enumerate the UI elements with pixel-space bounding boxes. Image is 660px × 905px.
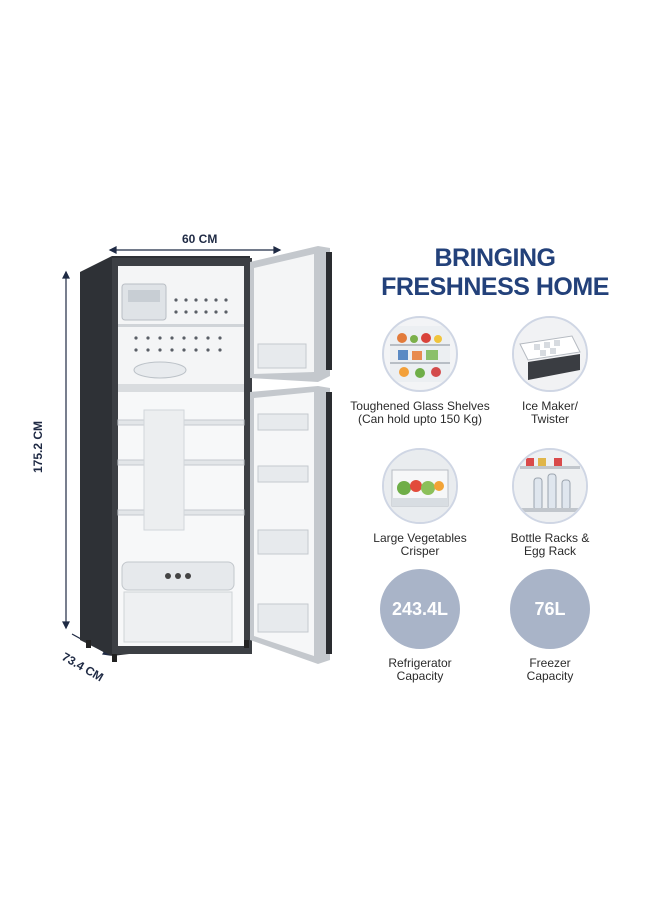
feature-label-line-1: Toughened Glass Shelves [350, 399, 490, 413]
capacity-label-line-2: Capacity [526, 669, 574, 683]
feature-vegetable-crisper: Large Vegetables Crisper [350, 448, 490, 558]
feature-label-line-1: Ice Maker/ [521, 399, 578, 413]
feature-glass-shelves: Toughened Glass Shelves (Can hold upto 1… [350, 316, 490, 426]
height-dimension-label: 175.2 CM [31, 420, 46, 474]
capacity-label-line-1: Freezer [529, 656, 571, 670]
feature-label-line-1: Bottle Racks & [510, 531, 590, 545]
feature-label-line-1: Large Vegetables [373, 531, 467, 545]
feature-label-line-2: Twister [530, 412, 569, 426]
capacity-label-line-1: Refrigerator [388, 656, 452, 670]
feature-label-line-2: Crisper [400, 544, 440, 558]
capacity-label-line-2: Capacity [396, 669, 444, 683]
page-heading: BRINGING FRESHNESS HOME [370, 244, 620, 302]
feature-label-line-2: (Can hold upto 150 Kg) [357, 412, 483, 426]
freezer-capacity: 76L Freezer Capacity [480, 569, 620, 683]
refrigerator-capacity: 243.4L Refrigerator Capacity [350, 569, 490, 683]
refrigerator-illustration: 60 CM 175.2 CM 73.4 CM [31, 232, 332, 684]
heading-line-2: FRESHNESS HOME [381, 273, 609, 301]
feature-bottle-rack: Bottle Racks & Egg Rack [480, 448, 620, 558]
bottle-rack-icon [512, 448, 588, 524]
width-dimension-label: 60 CM [182, 232, 218, 246]
ice-maker-icon [512, 316, 588, 392]
vegetable-crisper-icon [382, 448, 458, 524]
glass-shelves-icon [382, 316, 458, 392]
feature-label-line-2: Egg Rack [523, 544, 577, 558]
refrigerator-image [62, 246, 332, 664]
heading-line-1: BRINGING [434, 244, 557, 272]
capacity-badge: 243.4L [380, 569, 460, 649]
feature-ice-maker: Ice Maker/ Twister [480, 316, 620, 426]
capacity-badge: 76L [510, 569, 590, 649]
